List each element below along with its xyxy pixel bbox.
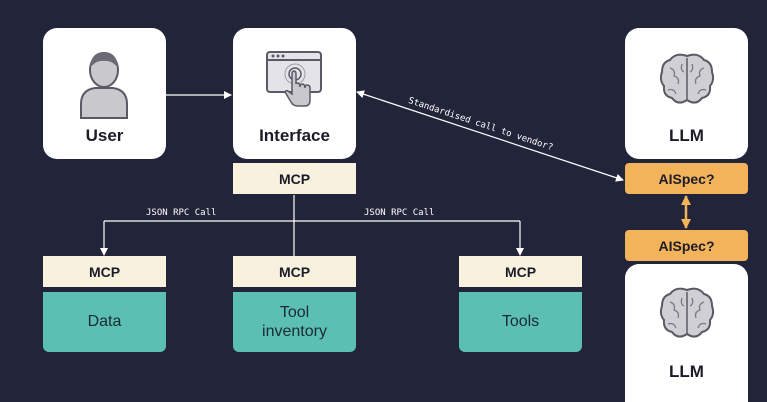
tools-mcp-box: MCP: [459, 256, 582, 287]
llm-top-label: LLM: [669, 126, 704, 145]
interface-mcp-box: MCP: [233, 163, 356, 194]
llm-bottom-label: LLM: [669, 362, 704, 381]
data-mcp-box: MCP: [43, 256, 166, 287]
interface-card: Interface: [233, 28, 356, 159]
tool-inventory-label-line2: inventory: [262, 323, 327, 340]
tools-server-box: Tools: [459, 292, 582, 352]
brain-icon: [659, 287, 715, 338]
user-card: User: [43, 28, 166, 159]
interface-label: Interface: [259, 126, 330, 145]
json-rpc-label-right: JSON RPC Call: [364, 208, 435, 218]
user-label: User: [85, 126, 124, 145]
aispec-top-box: AISpec?: [625, 163, 748, 194]
tool-inventory-server-box: Tool inventory: [233, 292, 356, 352]
json-rpc-label-left: JSON RPC Call: [146, 208, 217, 218]
data-server-box: Data: [43, 292, 166, 352]
brain-icon: [659, 53, 715, 104]
browser-click-icon: [266, 51, 322, 107]
llm-top-card: LLM: [625, 28, 748, 159]
tool-inventory-mcp-box: MCP: [233, 256, 356, 287]
vendor-call-arrow: [356, 90, 624, 182]
tool-inventory-label-line1: Tool: [279, 303, 310, 321]
user-icon: [80, 52, 128, 119]
llm-bottom-card: LLM: [625, 264, 748, 402]
aispec-bottom-box: AISpec?: [625, 230, 748, 261]
